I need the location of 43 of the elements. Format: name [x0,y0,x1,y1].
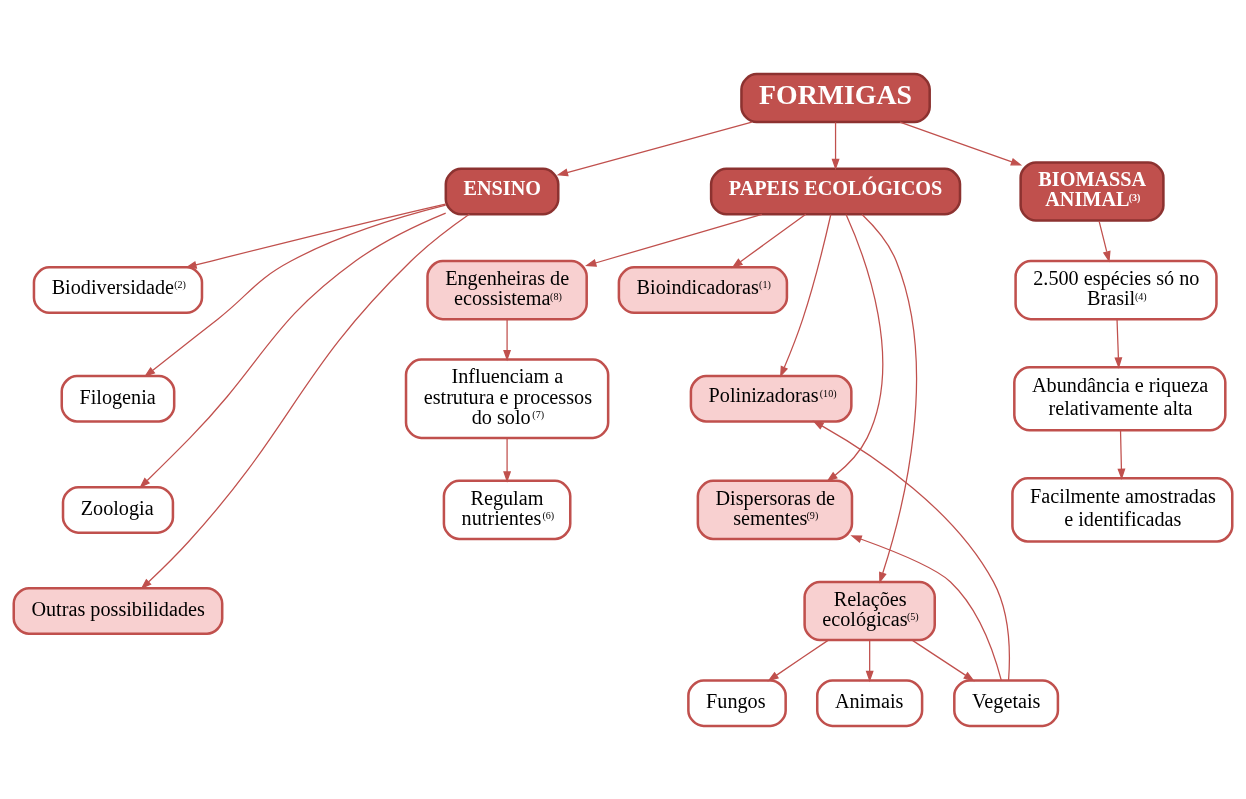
node-box: Bioindicadoras$^{(1)}$ [617,265,789,314]
arrow [1098,219,1111,263]
arrow [503,436,512,483]
node-box: Influenciam a estrutura e processos do solo$^{(7)}$ [404,357,610,439]
node-box: BIOMASSA ANIMAL$^{(3)}$ [1019,160,1165,222]
node-box: Animais [815,678,924,727]
arrow [831,121,840,170]
node-box: Fungos [687,678,787,727]
node-box: ENSINO [444,167,560,216]
arrow [899,121,1023,165]
node-box: Polinizadoras$^{(10)}$ [689,374,853,423]
node-box: Filogenia [60,374,176,423]
arrow [556,121,753,176]
arrow [767,639,830,681]
arrow [812,420,1010,681]
arrow [911,639,975,681]
arrow [826,213,884,482]
arrow [144,204,447,377]
arrow [731,213,807,268]
arrow [850,534,1002,681]
arrow [140,213,470,589]
node-box: Dispersoras de sementes$^{(9)}$ [696,479,854,540]
arrow [865,639,874,682]
node-box: Regulam nutrientes$^{(6)}$ [442,479,572,540]
arrow [139,211,447,488]
node-box: Engenheiras de ecossistema$^{(8)}$ [426,259,588,320]
arrow [185,202,447,269]
node-box: FORMIGAS [740,72,931,123]
arrow [1117,429,1126,480]
node-box: PAPEIS ECOLÓGICOS [709,167,962,216]
arrow [861,213,918,584]
arrow [585,213,763,267]
arrow [780,213,832,378]
node-box: Abundância e riqueza relativamente alta [1013,365,1227,432]
node-box: Outras possibilidades [12,586,224,635]
arrow [1114,318,1123,369]
node-box: Relações ecológicas$^{(5)}$ [803,580,936,641]
node-box: Zoologia [61,485,175,534]
node-box: Vegetais [953,678,1060,727]
node-box: Facilmente amostradas e identificadas [1011,476,1234,543]
node-box: 2.500 espécies só no Brasil$^{(4)}$ [1014,259,1218,320]
arrow [503,318,512,361]
node-box: Biodiversidade$^{(2)}$ [32,265,204,314]
